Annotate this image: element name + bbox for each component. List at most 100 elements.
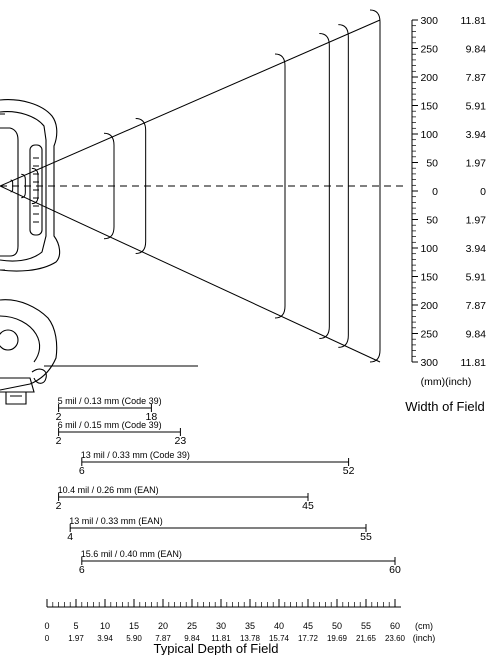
scanner-lanyard [31, 368, 47, 384]
depth-curve [10, 179, 14, 193]
depth-scale-inch-label: 19.69 [327, 634, 348, 643]
depth-scale-inch-label: 15.74 [269, 634, 290, 643]
depth-scale-cm-label: 45 [303, 621, 313, 631]
depth-curve [21, 173, 26, 199]
scan-window [29, 144, 43, 236]
range-near-label: 2 [56, 411, 62, 423]
depth-scale-cm-label: 10 [100, 621, 110, 631]
scanner-head-inner [0, 111, 47, 262]
depth-scale-cm-label: 40 [274, 621, 284, 631]
depth-scale-cm-label: 5 [73, 621, 78, 631]
width-scale-mm-label: 300 [420, 357, 438, 369]
depth-scale-inch-label: 11.81 [211, 634, 231, 643]
width-scale-inch-label: 11.81 [461, 357, 487, 369]
width-scale-inch-label: 9.84 [466, 44, 487, 56]
width-scale-inch-label: 3.94 [466, 129, 487, 141]
scanner-bezel [0, 127, 19, 257]
depth-scale-inch-label: 3.94 [97, 634, 113, 643]
range-far-label: 18 [146, 411, 158, 423]
width-scale-mm-label: 100 [420, 129, 438, 141]
range-label: 6 mil / 0.15 mm (Code 39) [58, 420, 162, 430]
range-far-label: 45 [302, 500, 314, 512]
depth-scale-cm-label: 15 [129, 621, 139, 631]
depth-curve [31, 167, 39, 205]
width-scale-unit-label: (mm)(inch) [421, 376, 472, 388]
depth-scale-inch-label: 13.78 [240, 634, 261, 643]
depth-scale-cm-label: 20 [158, 621, 168, 631]
range-near-label: 2 [56, 500, 62, 512]
width-scale-mm-label: 50 [426, 158, 438, 170]
depth-scale-inch-label: 9.84 [184, 634, 200, 643]
depth-scale-inch-unit: (inch) [413, 633, 436, 643]
width-scale-inch-label: 7.87 [466, 72, 487, 84]
width-scale-mm-label: 300 [420, 15, 438, 27]
width-scale-mm-label: 50 [426, 215, 438, 227]
depth-scale-cm-label: 60 [390, 621, 400, 631]
depth-curve [338, 24, 349, 348]
width-scale-inch-label: 11.81 [461, 15, 487, 27]
field-of-view [0, 19, 404, 367]
fov-lower-edge [0, 185, 381, 363]
depth-scale-cm-label: 50 [332, 621, 342, 631]
scanner-base [0, 377, 35, 405]
depth-scale-cm-label: 55 [361, 621, 371, 631]
width-scale-inch-label: 5.91 [466, 272, 487, 284]
range-near-label: 2 [56, 435, 62, 447]
depth-curve [319, 32, 330, 340]
width-scale-inch-label: 3.94 [466, 243, 487, 255]
range-label: 5 mil / 0.13 mm (Code 39) [58, 396, 162, 406]
width-scale-inch-label: 1.97 [466, 215, 487, 227]
depth-scale-cm-label: 35 [245, 621, 255, 631]
depth-scale-cm-unit: (cm) [415, 621, 433, 631]
scanner-head-outline [0, 99, 61, 272]
depth-of-field-scale: 0 5 10 15 20 25 30 35 40 45 50 55 60 0 1.97 3.94 5.90 7.8… [44, 599, 406, 643]
depth-curve [369, 9, 381, 363]
depth-scale-inch-label: 0 [45, 634, 50, 643]
depth-scale-inch-label: 7.87 [155, 634, 171, 643]
range-label: 10.4 mil / 0.26 mm (EAN) [58, 485, 159, 495]
range-label: 13 mil / 0.33 mm (EAN) [69, 516, 163, 526]
depth-scale-inch-label: 23.60 [385, 634, 406, 643]
width-of-field-title: Width of Field [405, 399, 484, 414]
width-scale-inch-label: 5.91 [466, 101, 487, 113]
width-of-field-scale: 300 11.81 250 9.84 200 7.87 150 5.91 100 3.94 50 1.… [411, 15, 487, 369]
width-scale-mm-label: 200 [420, 72, 438, 84]
scanner-body-inner [0, 315, 41, 363]
depth-of-field-ranges: 5 mil / 0.13 mm (Code 39) 2 186 mil / 0.15… [56, 396, 401, 576]
range-label: 15.6 mil / 0.40 mm (EAN) [81, 549, 182, 559]
width-scale-mm-label: 250 [420, 44, 438, 56]
depth-scale-inch-label: 5.90 [126, 634, 142, 643]
depth-curve [274, 53, 286, 319]
depth-of-field-title: Typical Depth of Field [153, 641, 278, 655]
width-scale-inch-label: 0 [480, 186, 486, 198]
range-far-label: 55 [360, 531, 372, 543]
width-scale-mm-label: 200 [420, 300, 438, 312]
range-far-label: 52 [343, 465, 355, 477]
width-scale-mm-label: 150 [420, 101, 438, 113]
width-scale-mm-label: 0 [432, 186, 438, 198]
depth-scale-cm-label: 30 [216, 621, 226, 631]
width-scale-inch-label: 9.84 [466, 329, 487, 341]
width-scale-mm-label: 250 [420, 329, 438, 341]
fov-upper-edge [0, 19, 381, 187]
range-far-label: 23 [175, 435, 187, 447]
depth-scale-inch-label: 1.97 [68, 634, 84, 643]
width-scale-mm-label: 100 [420, 243, 438, 255]
range-near-label: 6 [79, 465, 85, 477]
scanner-side-lines [0, 113, 5, 271]
range-label: 13 mil / 0.33 mm (Code 39) [81, 450, 190, 460]
depth-scale-inch-label: 17.72 [298, 634, 319, 643]
width-scale-mm-label: 150 [420, 272, 438, 284]
width-scale-inch-label: 7.87 [466, 300, 487, 312]
scanner-trigger [0, 329, 19, 351]
depth-scale-cm-label: 25 [187, 621, 197, 631]
scanner-body-outline [0, 299, 58, 391]
depth-curve [135, 118, 147, 254]
range-near-label: 6 [79, 564, 85, 576]
depth-scale-cm-label: 0 [44, 621, 49, 631]
depth-curve [103, 132, 115, 240]
scanner-device-drawing [0, 99, 61, 405]
scan-window-segments [33, 157, 39, 223]
depth-scale-inch-label: 21.65 [356, 634, 377, 643]
